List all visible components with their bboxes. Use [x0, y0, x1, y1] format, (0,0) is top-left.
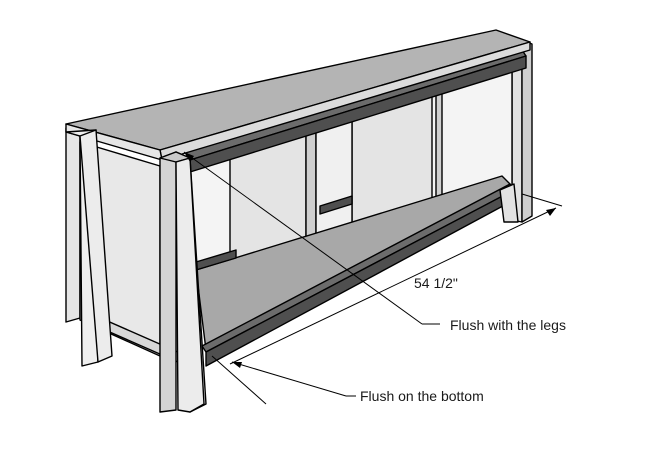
callout-flush-with-legs: Flush with the legs [450, 317, 566, 333]
back-left-leg [65, 123, 81, 323]
dimension-extension-right [521, 193, 563, 207]
leader-flush-bottom-arrow [232, 362, 242, 368]
dimension-label: 54 1/2" [414, 275, 458, 291]
left-rear-leg-face [79, 129, 113, 363]
dimension-arrow-right [546, 208, 556, 216]
back-bottom-rail-mid [319, 195, 353, 215]
front-right-leg [499, 183, 519, 223]
front-left-leg [175, 157, 205, 413]
dimension-line [229, 207, 557, 365]
front-left-leg-face [159, 151, 177, 413]
leader-flush-legs [183, 151, 423, 325]
dimension-extension-left [211, 355, 267, 405]
callout-flush-on-bottom: Flush on the bottom [360, 388, 484, 404]
leader-flush-bottom [231, 361, 347, 397]
leader-flush-legs-arrow [184, 152, 194, 162]
